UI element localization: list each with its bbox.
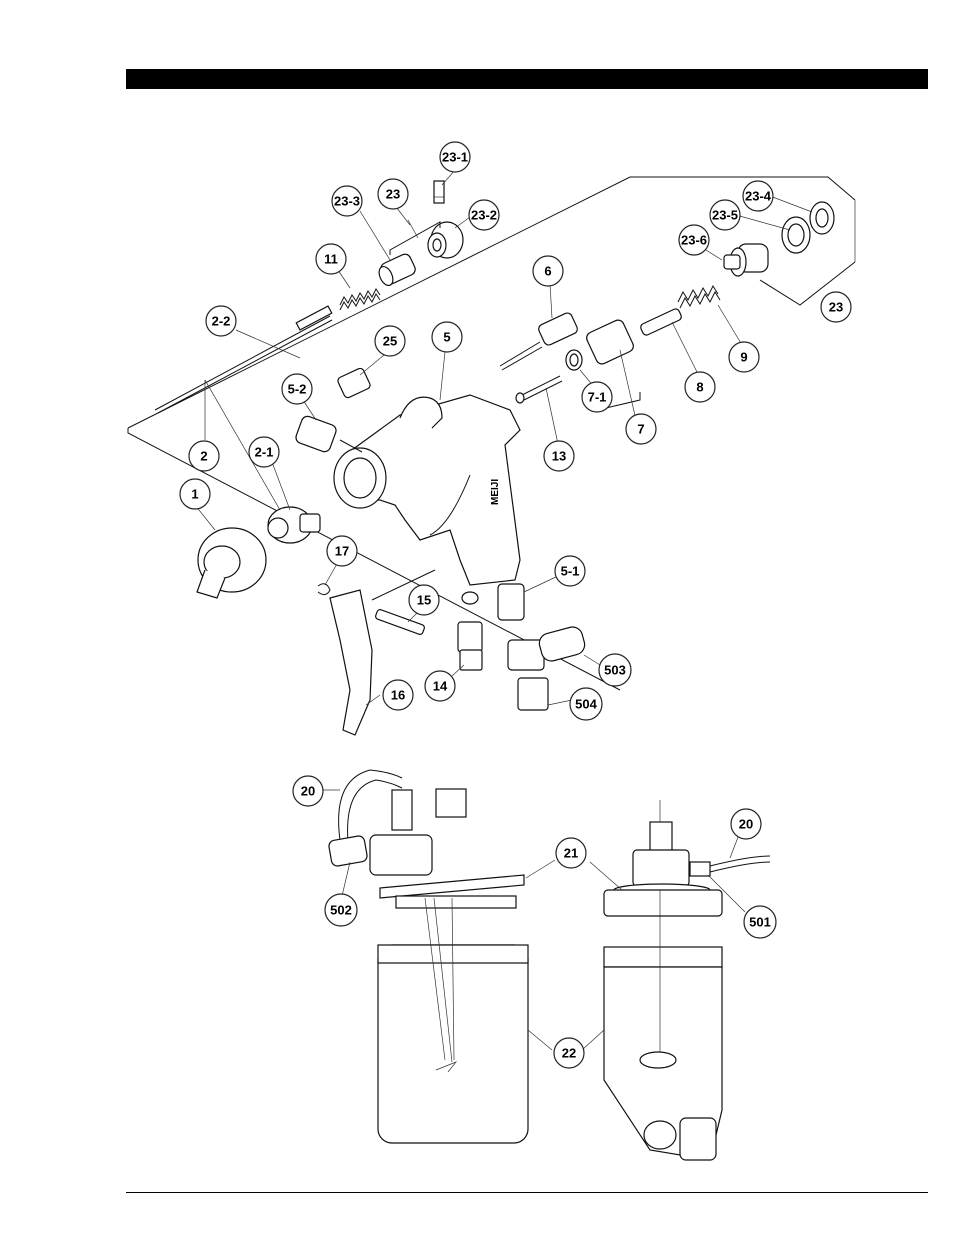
fluid-inlet-joints xyxy=(498,584,587,710)
svg-text:25: 25 xyxy=(383,334,397,349)
svg-text:20: 20 xyxy=(739,817,753,832)
callout-23-6: 23-6 xyxy=(679,225,709,255)
callout-14: 14 xyxy=(425,671,455,701)
callout-503: 503 xyxy=(599,654,631,686)
svg-text:15: 15 xyxy=(417,593,431,608)
callout-11: 11 xyxy=(316,244,346,274)
svg-text:23-6: 23-6 xyxy=(681,233,707,248)
svg-text:23: 23 xyxy=(386,187,400,202)
svg-text:7-1: 7-1 xyxy=(588,390,607,405)
callout-21: 21 xyxy=(556,838,586,868)
callout-20-right: 20 xyxy=(731,809,761,839)
svg-text:11: 11 xyxy=(324,252,338,267)
svg-text:501: 501 xyxy=(749,915,771,930)
callout-6: 6 xyxy=(533,256,563,286)
callout-23: 23 xyxy=(378,179,408,209)
callout-7-1: 7-1 xyxy=(582,382,612,412)
fluid-inlet-valve xyxy=(458,592,482,670)
callout-5-1: 5-1 xyxy=(555,556,585,586)
svg-text:5: 5 xyxy=(443,330,450,345)
svg-text:23-4: 23-4 xyxy=(745,189,772,204)
callout-15: 15 xyxy=(409,585,439,615)
nozzle-and-air-cap xyxy=(197,507,320,598)
svg-text:5-2: 5-2 xyxy=(288,382,307,397)
svg-text:2-2: 2-2 xyxy=(212,314,231,329)
valve-spring xyxy=(678,286,720,308)
svg-text:23: 23 xyxy=(829,300,843,315)
svg-text:503: 503 xyxy=(604,663,626,678)
svg-text:21: 21 xyxy=(564,846,578,861)
callout-2-2: 2-2 xyxy=(206,306,236,336)
needle-spring xyxy=(340,289,380,310)
pressure-cup-left xyxy=(328,770,528,1143)
svg-text:6: 6 xyxy=(544,264,551,279)
callout-8: 8 xyxy=(685,372,715,402)
svg-text:9: 9 xyxy=(740,350,747,365)
callout-20-left: 20 xyxy=(293,776,323,806)
svg-text:22: 22 xyxy=(562,1046,576,1061)
svg-text:23-5: 23-5 xyxy=(712,208,738,223)
svg-text:2: 2 xyxy=(200,449,207,464)
svg-text:502: 502 xyxy=(330,903,352,918)
callout-5-2: 5-2 xyxy=(282,374,312,404)
pressure-cup-right xyxy=(604,800,770,1160)
callout-23-2: 23-2 xyxy=(469,200,499,230)
svg-text:7: 7 xyxy=(637,422,644,437)
callout-13: 13 xyxy=(544,441,574,471)
callout-17: 17 xyxy=(327,536,357,566)
callout-23-3: 23-3 xyxy=(332,186,362,216)
callout-9: 9 xyxy=(729,342,759,372)
svg-text:5-1: 5-1 xyxy=(561,564,580,579)
svg-text:2-1: 2-1 xyxy=(255,445,274,460)
callout-23-1: 23-1 xyxy=(440,142,470,172)
callout-502: 502 xyxy=(325,894,357,926)
svg-text:504: 504 xyxy=(575,697,597,712)
callout-2-1: 2-1 xyxy=(249,437,279,467)
gun-body: MEIJI xyxy=(334,395,520,585)
svg-text:1: 1 xyxy=(191,487,198,502)
callout-25: 25 xyxy=(375,326,405,356)
callout-504: 504 xyxy=(570,688,602,720)
callout-5: 5 xyxy=(432,322,462,352)
callout-501: 501 xyxy=(744,906,776,938)
callout-1: 1 xyxy=(180,479,210,509)
callout-23-4: 23-4 xyxy=(743,181,773,211)
svg-text:14: 14 xyxy=(433,679,448,694)
callout-16: 16 xyxy=(383,680,413,710)
svg-text:23-3: 23-3 xyxy=(334,194,360,209)
svg-text:23-2: 23-2 xyxy=(471,208,497,223)
callout-23-5: 23-5 xyxy=(710,200,740,230)
air-valve xyxy=(639,308,682,337)
svg-text:23-1: 23-1 xyxy=(442,150,468,165)
svg-text:8: 8 xyxy=(696,380,703,395)
trigger-pin xyxy=(516,376,562,403)
callout-22: 22 xyxy=(554,1038,584,1068)
callout-7: 7 xyxy=(626,414,656,444)
svg-text:17: 17 xyxy=(335,544,349,559)
svg-text:16: 16 xyxy=(391,688,405,703)
svg-text:13: 13 xyxy=(552,449,566,464)
svg-text:20: 20 xyxy=(301,784,315,799)
callout-2: 2 xyxy=(189,441,219,471)
gun-brand-marking: MEIJI xyxy=(490,479,501,505)
callout-23-b: 23 xyxy=(821,292,851,322)
